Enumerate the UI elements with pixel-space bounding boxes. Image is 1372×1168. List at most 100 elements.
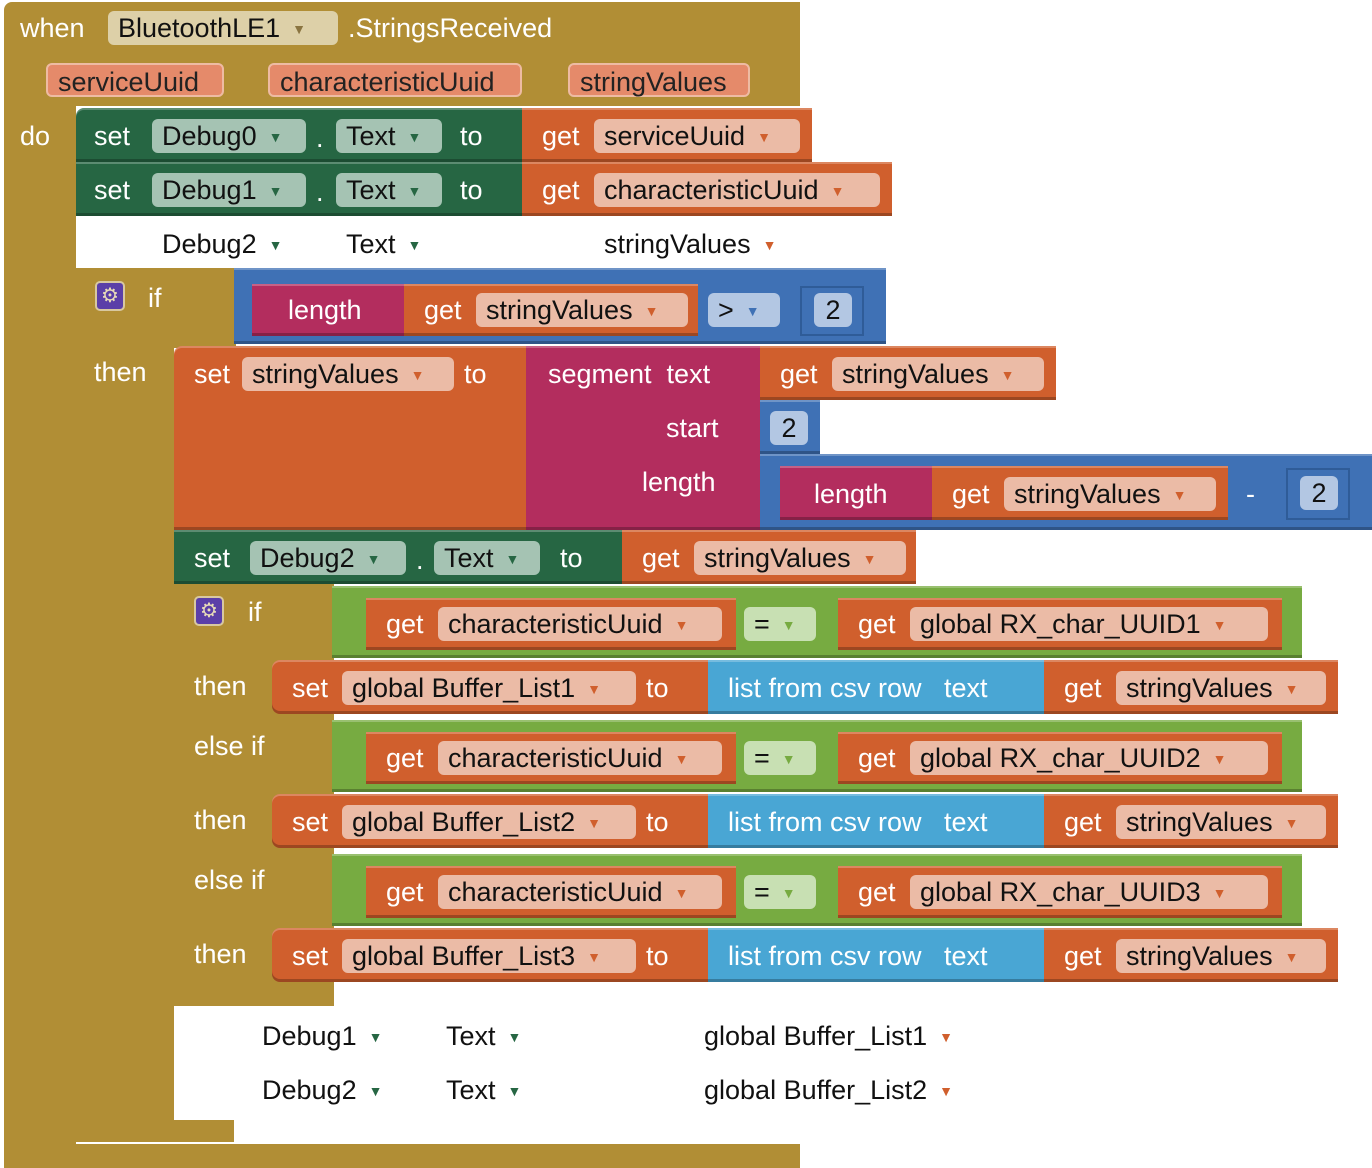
dropdown-arrow-icon: ▼ xyxy=(830,183,845,199)
get-label: get xyxy=(386,609,424,639)
variable-value[interactable]: global Buffer_List2▼ xyxy=(704,1075,954,1105)
outer-if-footer xyxy=(76,1120,234,1142)
dropdown-arrow-icon: ▼ xyxy=(507,1083,522,1099)
component-dropdown[interactable]: Debug2 ▼ xyxy=(250,541,406,575)
mutator-gear-icon[interactable]: ⚙ xyxy=(194,596,224,626)
dropdown-arrow-icon: ▼ xyxy=(410,367,425,383)
variable-dropdown[interactable]: stringValues▼ xyxy=(694,541,906,575)
operator-dropdown[interactable]: =▼ xyxy=(744,741,816,775)
set-label: set xyxy=(94,175,131,205)
dropdown-value: stringValues xyxy=(486,295,633,325)
param-serviceUuid[interactable]: serviceUuid xyxy=(46,63,224,97)
dropdown-value: stringValues xyxy=(842,359,989,389)
to-label: to xyxy=(464,359,487,389)
segment-block[interactable] xyxy=(526,346,766,530)
variable-dropdown[interactable]: characteristicUuid▼ xyxy=(438,607,722,641)
dropdown-value: characteristicUuid xyxy=(448,743,663,773)
then-label: then xyxy=(194,939,247,969)
get-label: get xyxy=(858,743,896,773)
variable-dropdown[interactable]: global Buffer_List2▼ xyxy=(342,805,636,839)
variable-dropdown[interactable]: global RX_char_UUID1▼ xyxy=(910,607,1268,641)
dropdown-arrow-icon: ▼ xyxy=(757,129,771,145)
variable-dropdown[interactable]: stringValues▼ xyxy=(1116,805,1326,839)
dropdown-value: Debug0 xyxy=(162,121,257,151)
dropdown-arrow-icon: ▼ xyxy=(644,303,659,319)
set-label: set xyxy=(292,673,329,703)
param-characteristicUuid[interactable]: characteristicUuid xyxy=(268,63,522,97)
variable-dropdown[interactable]: global RX_char_UUID2▼ xyxy=(910,741,1268,775)
set-label: set xyxy=(194,543,231,573)
dropdown-arrow-icon: ▼ xyxy=(674,617,689,633)
dropdown-value: Debug1 xyxy=(162,175,257,205)
property-dropdown[interactable]: Text ▼ xyxy=(434,541,540,575)
variable-dropdown[interactable]: global Buffer_List1▼ xyxy=(342,671,636,705)
when-label: when xyxy=(20,13,85,43)
variable-dropdown[interactable]: global RX_char_UUID3▼ xyxy=(910,875,1268,909)
event-block-footer xyxy=(4,1144,800,1168)
dropdown-arrow-icon: ▼ xyxy=(366,551,381,567)
list-from-csv-row-block[interactable] xyxy=(708,928,1048,982)
length-label: length xyxy=(288,295,362,325)
variable-dropdown[interactable]: stringValues▼ xyxy=(1004,477,1216,511)
property-dropdown[interactable]: Text▼ xyxy=(336,173,442,207)
number-field[interactable]: 2 xyxy=(770,411,808,445)
variable-value[interactable]: global Buffer_List1▼ xyxy=(704,1021,954,1051)
variable-dropdown[interactable]: characteristicUuid▼ xyxy=(438,875,722,909)
minus-label: - xyxy=(1246,479,1255,509)
to-label: to xyxy=(646,807,669,837)
dropdown-value: global Buffer_List1 xyxy=(352,673,576,703)
dropdown-value: Debug2 xyxy=(260,543,355,573)
operator-dropdown[interactable]: =▼ xyxy=(744,607,816,641)
list-from-csv-row-block[interactable] xyxy=(708,794,1048,848)
variable-dropdown[interactable]: characteristicUuid ▼ xyxy=(594,173,880,207)
variable-dropdown[interactable]: stringValues▼ xyxy=(832,357,1044,391)
component-dropdown[interactable]: BluetoothLE1▼ xyxy=(108,11,338,45)
property-value[interactable]: Text▼ xyxy=(446,1075,522,1105)
mutator-gear-icon[interactable]: ⚙ xyxy=(95,281,125,311)
dropdown-value: characteristicUuid xyxy=(604,175,819,205)
dropdown-arrow-icon: ▼ xyxy=(368,1083,383,1099)
get-label: get xyxy=(858,609,896,639)
set-label: set xyxy=(292,941,329,971)
component-dropdown[interactable]: Debug1▼ xyxy=(152,173,306,207)
variable-dropdown[interactable]: characteristicUuid▼ xyxy=(438,741,722,775)
variable-dropdown[interactable]: serviceUuid ▼ xyxy=(594,119,800,153)
dropdown-value: > xyxy=(718,295,734,325)
set-debug2-block-faded[interactable] xyxy=(76,216,800,268)
dropdown-value: Text xyxy=(444,543,494,573)
then-label: then xyxy=(194,805,247,835)
dropdown-value: = xyxy=(754,609,770,639)
number-value: 2 xyxy=(781,413,797,443)
variable-dropdown[interactable]: global Buffer_List3▼ xyxy=(342,939,636,973)
dropdown-arrow-icon: ▼ xyxy=(862,551,877,567)
property-value[interactable]: Text▼ xyxy=(446,1021,522,1051)
length-block[interactable] xyxy=(252,284,408,336)
number-value: 2 xyxy=(1311,478,1327,508)
number-value: 2 xyxy=(825,295,841,325)
component-dropdown[interactable]: Debug0▼ xyxy=(152,119,306,153)
variable-dropdown[interactable]: stringValues▼ xyxy=(1116,671,1326,705)
dropdown-value: global RX_char_UUID3 xyxy=(920,877,1201,907)
to-label: to xyxy=(560,543,583,573)
component-value[interactable]: Debug2▼ xyxy=(262,1075,383,1105)
dropdown-value: serviceUuid xyxy=(604,121,746,151)
variable-dropdown[interactable]: stringValues▼ xyxy=(1116,939,1326,973)
list-from-csv-row-block[interactable] xyxy=(708,660,1048,714)
dropdown-value: stringValues xyxy=(1014,479,1161,509)
dropdown-arrow-icon: ▼ xyxy=(505,551,520,567)
if-label: if xyxy=(148,283,162,313)
dropdown-value: global Buffer_List3 xyxy=(352,941,576,971)
property-dropdown[interactable]: Text▼ xyxy=(336,119,442,153)
component-value[interactable]: Debug1▼ xyxy=(262,1021,383,1051)
length-block[interactable] xyxy=(780,466,936,520)
number-field[interactable]: 2 xyxy=(814,293,852,327)
variable-dropdown[interactable]: stringValues▼ xyxy=(242,357,454,391)
number-field[interactable]: 2 xyxy=(1300,476,1338,510)
variable-dropdown[interactable]: stringValues ▼ xyxy=(476,293,688,327)
operator-dropdown[interactable]: =▼ xyxy=(744,875,816,909)
to-label: to xyxy=(646,941,669,971)
operator-dropdown[interactable]: >▼ xyxy=(708,293,780,327)
param-stringValues[interactable]: stringValues xyxy=(568,63,750,97)
start-label: start xyxy=(666,413,719,443)
property-value: Text▼ xyxy=(346,229,422,259)
